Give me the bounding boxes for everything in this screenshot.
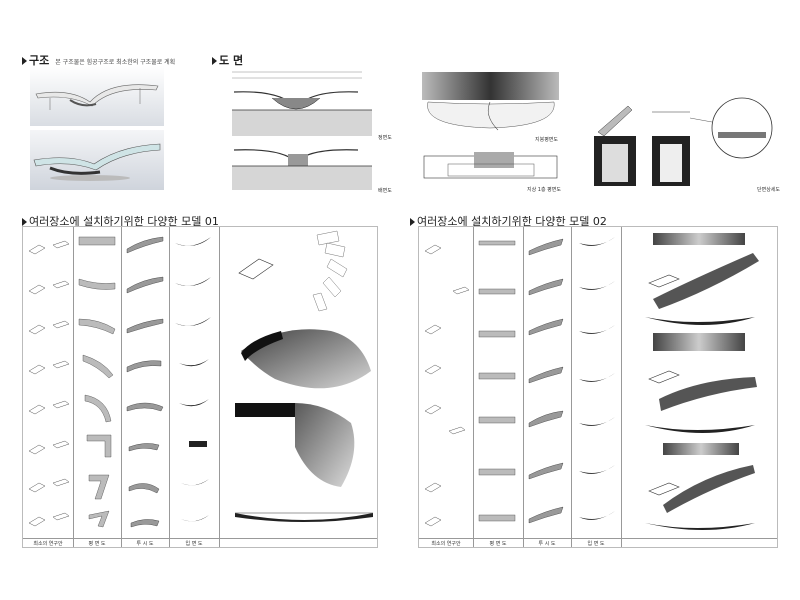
models-02-section-title: 여러장소에 설치하기위한 다양한 모델 02 — [410, 213, 607, 229]
section-detail-label: 단면상세도 — [757, 187, 781, 193]
triangle-bullet-icon — [212, 57, 217, 65]
section-detail-drawing — [592, 92, 782, 188]
front-elevation-label: 정면도 — [378, 135, 392, 141]
models-01-main-drawings — [235, 230, 373, 522]
models-02-grid — [424, 237, 615, 527]
rear-elevation-drawing — [212, 140, 377, 192]
front-elevation-drawing — [212, 68, 377, 138]
models-01-footer-perspective: 투 시 도 — [136, 541, 154, 547]
models-02-footer-elevation: 입 면 도 — [587, 541, 605, 547]
triangle-bullet-icon — [22, 57, 27, 65]
models-01-footer-elevation: 입 면 도 — [185, 541, 203, 547]
ground-floor-plan-label: 지상 1층 평면도 — [527, 187, 561, 193]
models-01-section-title: 여러장소에 설치하기위한 다양한 모델 01 — [22, 213, 219, 229]
models-02-panel: 최소의 연구안 평 면 도 투 시 도 입 면 도 — [418, 226, 778, 548]
models-02-footer-study: 최소의 연구안 — [431, 541, 461, 547]
models-02-footer-plan: 평 면 도 — [489, 541, 507, 547]
roof-plan-label: 지붕평면도 — [535, 137, 559, 143]
roof-plan-drawing — [418, 66, 563, 134]
drawings-section-title: 도 면 — [212, 52, 243, 68]
models-01-footer-plan: 평 면 도 — [88, 541, 106, 547]
structure-render-top — [30, 66, 164, 126]
models-02-footer-perspective: 투 시 도 — [538, 541, 556, 547]
ground-floor-plan-drawing — [418, 148, 563, 184]
models-01-footer-study: 최소의 연구안 — [33, 541, 63, 547]
structure-render-bottom — [30, 130, 164, 190]
models-01-panel: 최소의 연구안 평 면 도 투 시 도 입 면 도 — [22, 226, 378, 548]
models-01-grid — [28, 236, 211, 528]
triangle-bullet-icon — [22, 218, 27, 226]
rear-elevation-label: 배면도 — [378, 188, 392, 194]
structure-note: 본 구조물은 힘공구조로 최소한의 구조물로 계획 — [55, 59, 176, 66]
triangle-bullet-icon — [410, 218, 415, 226]
models-02-main-drawings — [645, 233, 759, 530]
